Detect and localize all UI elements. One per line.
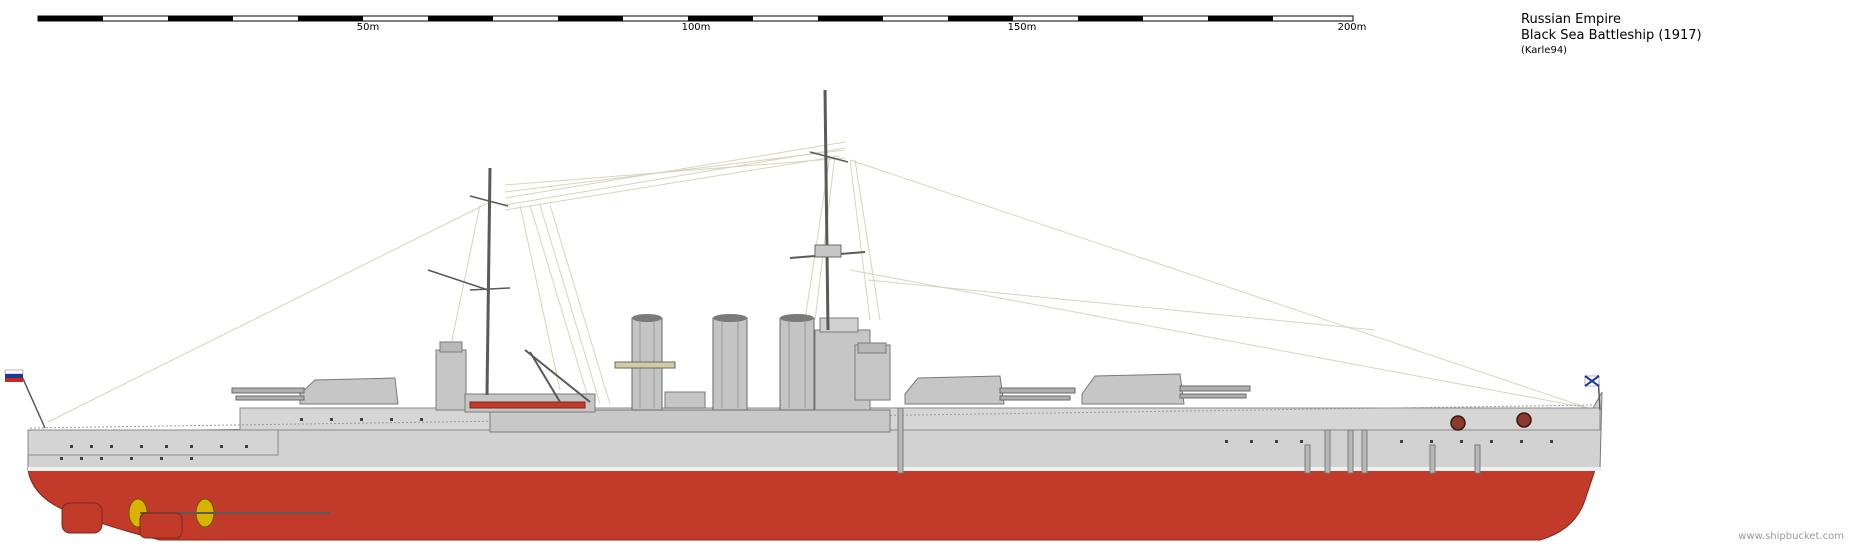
spotting-top [814,244,842,258]
turret-midships [904,375,1076,405]
rigging [47,141,1589,423]
portholes [60,418,1553,460]
scale-segment [948,16,1013,21]
aft-mast-gaff [427,269,489,291]
superstructure-deck [489,409,891,433]
boat-crane [524,349,591,403]
aft-mast-yard [469,195,509,207]
title-ship-class: Black Sea Battleship (1917) [1521,28,1702,43]
title-block: Russian Empire Black Sea Battleship (191… [1521,12,1702,57]
scale-label-200m: 200m [1337,22,1367,33]
rudder [61,502,183,539]
turret-aft-lower [231,377,399,405]
foremast-yard [809,151,849,163]
turret-forward [1081,373,1251,405]
boot-top [28,467,1602,471]
deck-rail [29,404,1596,429]
scale-segment [428,16,493,21]
hull-fittings [897,407,1481,474]
funnel-3 [779,314,815,411]
watermark: www.shipbucket.com [1738,531,1844,542]
scale-label-150m: 150m [1007,22,1037,33]
st-andrew-saltire-jack-icon [1584,375,1600,387]
scale-segment [1078,16,1143,21]
title-nation: Russian Empire [1521,12,1621,27]
funnel-2 [712,314,748,411]
aft-mast [485,167,492,396]
ships-boat [469,401,586,409]
scale-segment [168,16,233,21]
scale-label-100m: 100m [681,22,711,33]
aft-rangefinder [439,341,463,353]
quarterdeck [27,429,279,456]
anchor-icon [1450,412,1532,431]
secondary-casemate [664,391,706,409]
lower-hull [27,469,1596,541]
title-author: (Karle94) [1521,45,1568,56]
russian-tricolour-flag-icon [4,369,24,382]
scale-bar [37,15,1354,22]
scale-segment [818,16,883,21]
scale-segment [558,16,623,21]
bridge [819,317,859,333]
stern-flagstaff [19,371,46,429]
scale-label-50m: 50m [356,22,380,33]
scale-segment [1208,16,1273,21]
scale-segment [38,16,103,21]
aft-superstructure [435,349,467,411]
searchlight-platform [614,361,676,369]
aft-mast-yard-lower [469,287,511,291]
scale-segment [688,16,753,21]
scale-segment [298,16,363,21]
forward-rangefinder [857,342,887,354]
conning-tower [854,344,891,401]
main-deck [239,407,1601,431]
foremast [823,89,830,331]
